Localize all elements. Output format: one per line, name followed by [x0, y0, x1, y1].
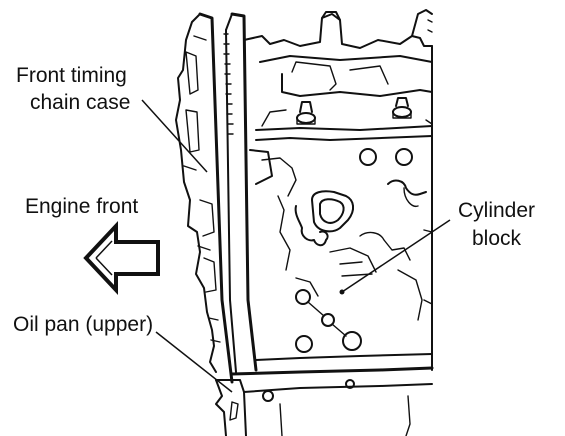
timing-chain-edge [223, 12, 258, 373]
label-front-timing-line1: Front timing [16, 64, 127, 87]
head-bolt-left [296, 101, 316, 125]
central-oval-boss [311, 190, 354, 233]
lower-hole-cluster [295, 289, 362, 353]
arrow-left-outline-icon [83, 220, 160, 296]
leader-front-timing-chain-case [141, 99, 208, 173]
oil-pan-upper [215, 379, 433, 436]
label-cylinder-line2: block [472, 227, 522, 250]
cylinder-block-body [230, 9, 434, 376]
head-bolt-right [392, 97, 412, 119]
label-cylinder-line1: Cylinder [458, 199, 535, 222]
oil-hole-upper-right [395, 148, 413, 166]
label-engine-front: Engine front [25, 195, 138, 218]
label-front-timing-line2: chain case [30, 91, 130, 114]
front-timing-chain-case [175, 12, 234, 384]
oil-hole-upper-left [359, 148, 377, 166]
leader-cylinder-block [341, 219, 451, 293]
leader-oil-pan-upper [155, 331, 233, 393]
label-oil-pan-upper: Oil pan (upper) [13, 313, 153, 336]
